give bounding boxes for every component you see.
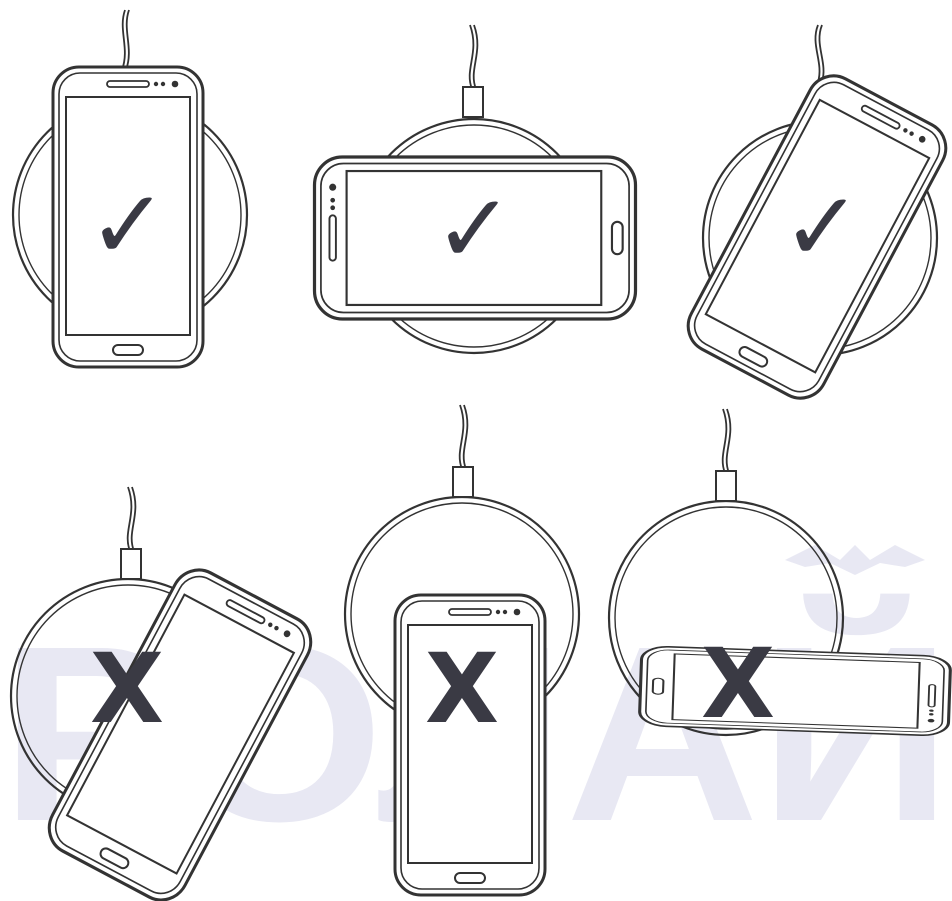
bat-icon [785, 545, 925, 575]
charger-cable [716, 409, 736, 501]
checkmark-icon: ✓ [434, 173, 514, 285]
phone [639, 646, 951, 736]
checkmark-icon: ✓ [88, 169, 168, 281]
panel-horizontal-offset-low: X [609, 409, 951, 740]
cross-icon: X [425, 633, 499, 745]
charger-cable [453, 405, 473, 497]
cross-icon: X [701, 628, 775, 740]
cross-icon: X [90, 633, 164, 745]
panel-vertical-centered: ✓ [13, 10, 247, 367]
panel-horizontal-centered: ✓ [315, 25, 636, 353]
charger-cable [463, 25, 483, 117]
panel-tilted-centered: ✓ [679, 25, 952, 407]
checkmark-icon: ✓ [782, 171, 862, 283]
charger-cable [815, 25, 823, 82]
charger-cable [122, 10, 129, 70]
charger-cable [121, 487, 141, 579]
